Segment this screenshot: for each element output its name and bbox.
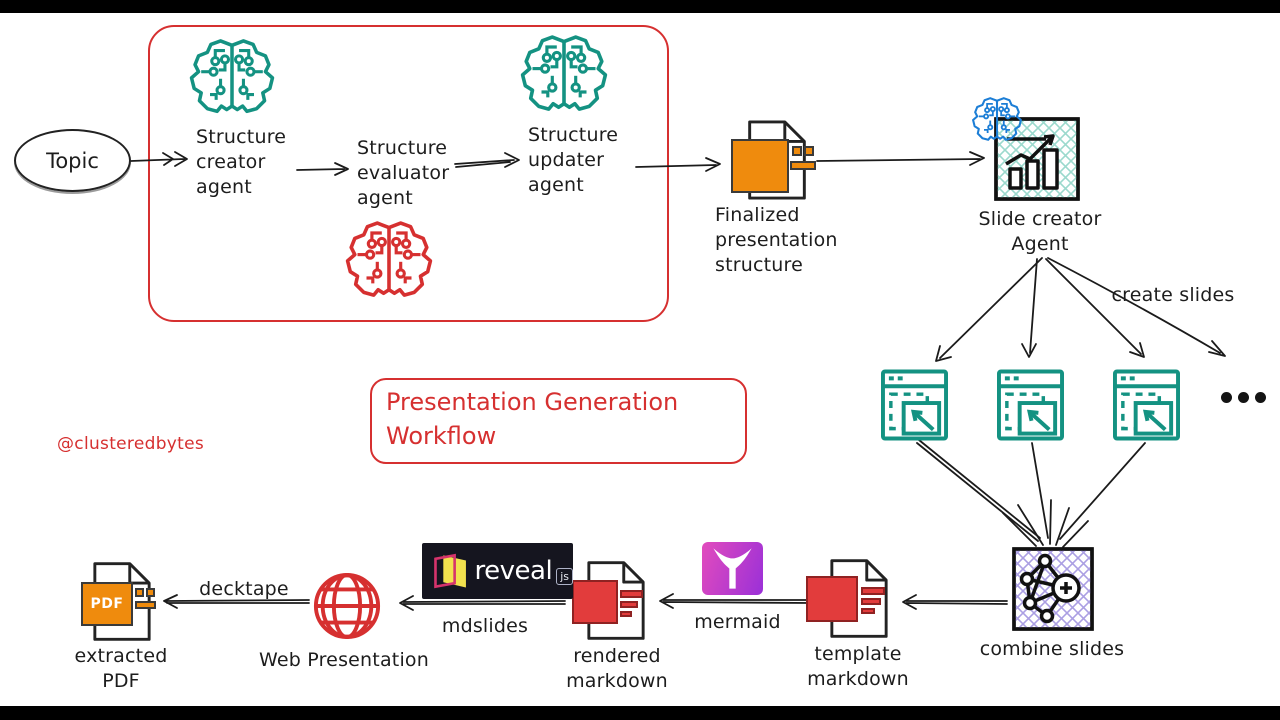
doc-red-bar: [620, 601, 638, 608]
doc-mini-block: [804, 146, 814, 156]
doc-mini-block: [146, 588, 155, 597]
arrow-template-to-rendered: [659, 593, 812, 609]
slide-window-icon-1: [881, 369, 948, 441]
updater-label: Structure updater agent: [528, 124, 619, 196]
rendered-md-label: rendered markdown: [566, 645, 668, 692]
arrow-fan-2: [1021, 258, 1038, 358]
arrow-window2-to-combine: [1031, 442, 1049, 539]
combine-slides-icon: [1012, 547, 1094, 631]
reveal-js-badge: js: [556, 567, 573, 585]
globe-icon: [312, 571, 382, 641]
letterbox-top: [0, 0, 1280, 13]
doc-red-bar: [620, 611, 632, 617]
doc-mini-bar: [135, 601, 156, 609]
reveal-brand-text: reveal: [474, 556, 553, 586]
arrow-finalized-to-slidecreator: [816, 151, 985, 166]
slide-window-icon-2: [997, 369, 1064, 441]
doc-red-block: [572, 580, 618, 624]
brain-icon-updater: [519, 33, 609, 115]
doc-mini-bar: [790, 161, 816, 170]
watermark-handle: @clusteredbytes: [57, 434, 205, 454]
doc-red-bar: [861, 598, 881, 605]
web-presentation-label: Web Presentation: [259, 649, 429, 671]
more-slides-ellipsis-icon: [1221, 392, 1266, 403]
finalized-label: Finalized presentation structure: [715, 204, 838, 276]
arrow-fan-3: [1045, 258, 1145, 358]
mdslides-label: mdslides: [441, 615, 529, 637]
create-slides-label: create slides: [1111, 284, 1235, 306]
reveal-js-logo: reveal js: [422, 543, 573, 599]
decktape-label: decktape: [199, 578, 289, 600]
doc-mini-block: [135, 588, 144, 597]
topic-node: Topic: [14, 129, 131, 192]
mermaid-tail-glyph: [713, 548, 752, 589]
arrow-window1-to-combine: [916, 439, 1041, 542]
doc-red-bar: [861, 587, 885, 595]
letterbox-bottom: [0, 706, 1280, 720]
arrow-window3-to-combine: [1059, 442, 1146, 540]
doc-thumbnail-block: [731, 139, 789, 193]
arrow-converge-burst: [1002, 499, 1089, 548]
slide-creator-chart-icon: [994, 117, 1080, 201]
doc-mini-block: [792, 146, 802, 156]
creator-label: Structure creator agent: [196, 126, 287, 198]
arrow-combine-to-template: [902, 594, 1008, 610]
extracted-pdf-label: extracted PDF: [74, 645, 168, 692]
mermaid-label: mermaid: [694, 611, 781, 633]
evaluator-label: Structure evaluator agent: [357, 137, 450, 209]
doc-red-bar: [861, 608, 875, 614]
topic-label: Topic: [46, 148, 99, 173]
slide-window-icon-3: [1113, 369, 1180, 441]
brain-icon-slide-creator: [971, 96, 1023, 143]
template-md-label: template markdown: [807, 643, 909, 690]
pdf-badge: PDF: [81, 582, 133, 626]
brain-icon-evaluator: [344, 219, 434, 301]
combine-slides-label: combine slides: [979, 638, 1125, 660]
agents-group-frame: [148, 25, 669, 322]
doc-red-block: [806, 576, 858, 622]
slide-creator-label: Slide creator Agent: [978, 208, 1102, 255]
brain-icon-creator: [188, 36, 276, 118]
doc-red-bar: [620, 590, 643, 598]
mermaid-logo-icon: [702, 542, 763, 595]
arrow-fan-1: [935, 257, 1043, 362]
diagram-title: Presentation Generation Workflow: [370, 378, 747, 464]
reveal-slides-glyph: [434, 553, 466, 589]
